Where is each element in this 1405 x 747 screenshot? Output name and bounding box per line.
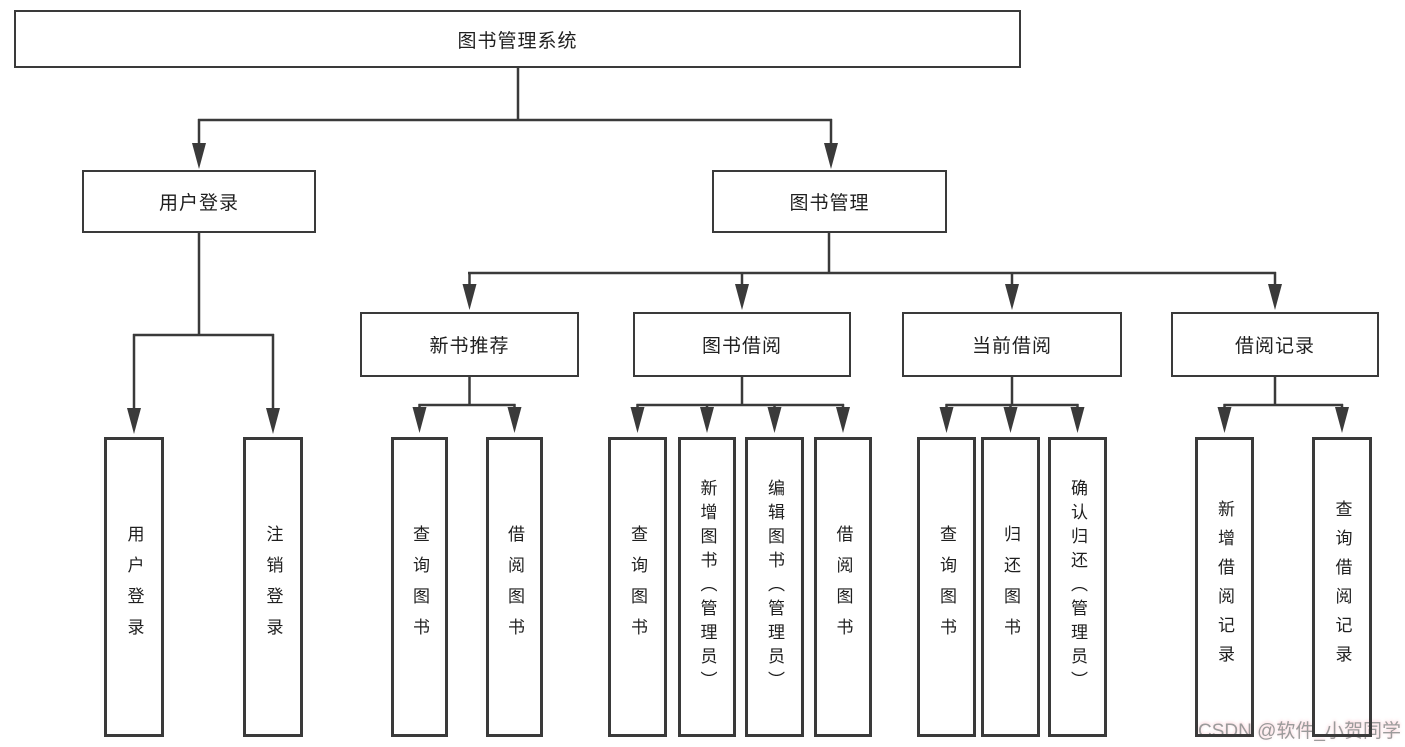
node-leaf-logout: 注销登录	[243, 437, 303, 737]
node-label: 图书管理系统	[457, 30, 578, 52]
node-label: 借阅图书	[833, 525, 853, 649]
node-label: 借阅记录	[1234, 336, 1315, 357]
node-leaf-edit-book-admin: 编辑图书（管理员）	[745, 437, 804, 737]
node-label: 编辑图书（管理员）	[765, 479, 784, 695]
node-leaf-add-borrow-record: 新增借阅记录	[1195, 437, 1254, 737]
watermark-text: CSDN @软件_小贺同学	[1198, 721, 1401, 742]
node-label: 用户登录	[158, 193, 239, 214]
node-label: 查询图书	[937, 525, 956, 649]
node-label: 查询借阅记录	[1332, 500, 1352, 674]
node-leaf-add-book-admin: 新增图书（管理员）	[678, 437, 736, 737]
node-label: 新书推荐	[429, 336, 510, 357]
node-user-login-branch: 用户登录	[82, 170, 316, 233]
node-current-borrow: 当前借阅	[902, 312, 1122, 377]
node-label: 用户登录	[124, 525, 144, 649]
node-book-management-branch: 图书管理	[712, 170, 947, 233]
node-leaf-query-book-borrowmod: 查询图书	[608, 437, 667, 737]
node-leaf-return-book: 归还图书	[981, 437, 1040, 737]
node-label: 当前借阅	[971, 336, 1052, 357]
node-leaf-confirm-return-admin: 确认归还（管理员）	[1048, 437, 1107, 737]
node-leaf-query-borrow-record: 查询借阅记录	[1312, 437, 1372, 737]
node-leaf-borrow-book-recommend: 借阅图书	[486, 437, 543, 737]
node-label: 注销登录	[263, 525, 283, 649]
node-new-book-recommend: 新书推荐	[360, 312, 579, 377]
node-label: 图书管理	[789, 193, 870, 214]
node-label: 确认归还（管理员）	[1068, 479, 1087, 695]
node-leaf-borrow-book-borrowmod: 借阅图书	[814, 437, 872, 737]
node-leaf-user-login: 用户登录	[104, 437, 164, 737]
node-label: 图书借阅	[701, 336, 782, 357]
node-label: 查询图书	[628, 525, 647, 649]
node-leaf-query-book-current: 查询图书	[917, 437, 976, 737]
node-borrow-record: 借阅记录	[1171, 312, 1379, 377]
node-book-borrow: 图书借阅	[633, 312, 851, 377]
node-label: 查询图书	[410, 525, 429, 649]
node-root: 图书管理系统	[14, 10, 1021, 68]
node-label: 新增图书（管理员）	[697, 479, 717, 695]
node-label: 归还图书	[1001, 525, 1020, 649]
arrowhead-group	[127, 143, 1349, 434]
node-leaf-query-book-recommend: 查询图书	[391, 437, 448, 737]
node-label: 借阅图书	[505, 525, 524, 649]
node-label: 新增借阅记录	[1215, 500, 1234, 674]
